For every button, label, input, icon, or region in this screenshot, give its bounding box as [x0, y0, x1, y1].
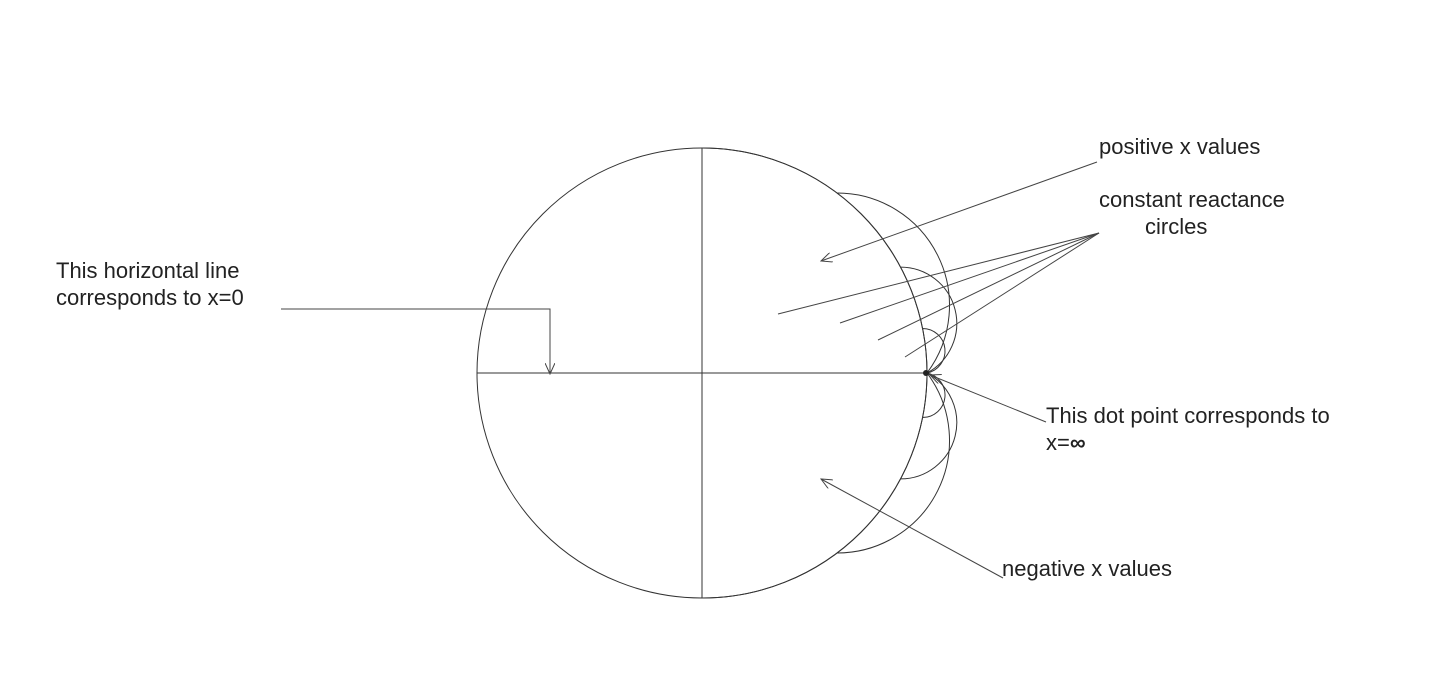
x-zero-leader [281, 308, 550, 374]
constant-reactance-leader-2 [839, 232, 1100, 324]
constant-reactance-label-line-2: circles [1145, 214, 1208, 239]
negative-leader [821, 479, 1004, 579]
x-equals-text: x= [1046, 430, 1070, 455]
horizontal-line-label: This horizontal line corresponds to x=0 [56, 257, 244, 311]
constant-reactance-leader-4 [904, 232, 1100, 358]
leader-lines [281, 161, 1100, 579]
dot-point-label: This dot point corresponds to x=∞ [1046, 402, 1330, 456]
infinity-dot [923, 370, 929, 376]
constant-reactance-leader-1 [777, 232, 1100, 315]
constant-reactance-leader-3 [877, 232, 1100, 341]
constant-reactance-label-line-1: constant reactance [1099, 187, 1285, 212]
positive-x-label: positive x values [1099, 133, 1260, 160]
smith-chart [476, 147, 928, 599]
negative-reactance-arc-1 [701, 372, 928, 599]
positive-reactance-arc-10 [922, 327, 946, 374]
negative-x-label-text: negative x values [1002, 556, 1172, 581]
dot-point-label-line-1: This dot point corresponds to [1046, 403, 1330, 428]
constant-reactance-label: constant reactance circles [1099, 186, 1285, 240]
negative-reactance-arc-2 [836, 372, 950, 554]
infinity-symbol: ∞ [1069, 430, 1086, 455]
positive-x-label-text: positive x values [1099, 134, 1261, 159]
positive-reactance-arc-2 [836, 192, 950, 374]
reactance-arcs [701, 147, 958, 599]
dot-point-leader [930, 375, 1047, 423]
dot-point-label-line-2: x=∞ [1046, 429, 1330, 456]
positive-leader [821, 161, 1098, 261]
horizontal-line-label-line-1: This horizontal line [56, 258, 240, 283]
horizontal-line-label-line-2: corresponds to x=0 [56, 285, 244, 310]
positive-reactance-arc-1 [701, 147, 928, 374]
negative-x-label: negative x values [1002, 555, 1172, 582]
